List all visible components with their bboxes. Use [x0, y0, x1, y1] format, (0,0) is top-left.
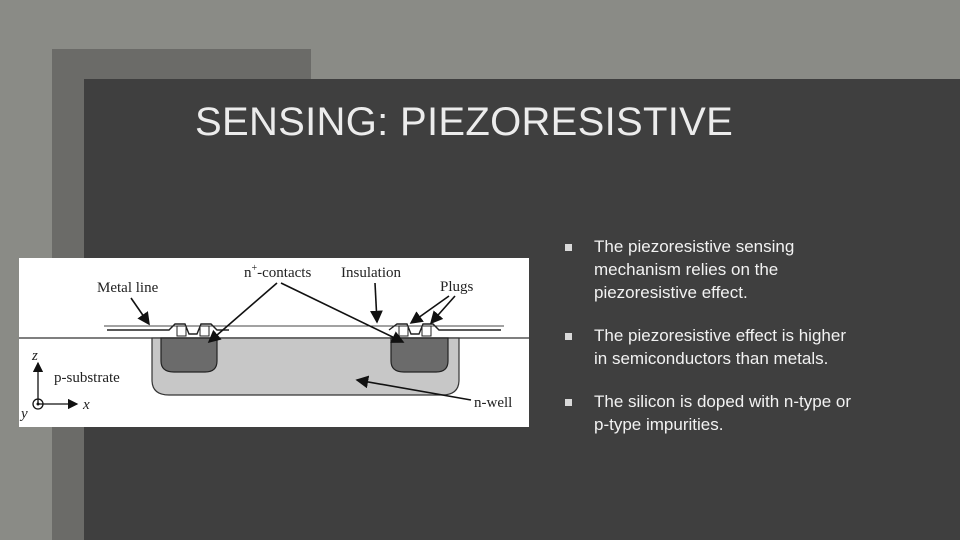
bullet-square-icon: [565, 244, 572, 251]
plug-left-a: [176, 325, 187, 337]
label-p-substrate: p-substrate: [54, 370, 120, 386]
bullet-list: The piezoresistive sensing mechanism rel…: [563, 235, 853, 456]
bullet-square-icon: [565, 333, 572, 340]
label-plugs: Plugs: [440, 279, 474, 295]
bullet-item: The piezoresistive sensing mechanism rel…: [563, 235, 853, 304]
arrow-n-contact-right: [280, 282, 405, 343]
arrow-metal-line: [130, 297, 150, 326]
n-contact-right: [390, 337, 449, 373]
cross-section-diagram: Metal line n+-contacts Insulation Plugs …: [19, 258, 529, 427]
bullet-text: The piezoresistive effect is higher in s…: [594, 326, 846, 368]
axis-y-symbol: [32, 398, 44, 410]
arrow-insulation: [370, 282, 383, 324]
arrow-n-well: [355, 375, 472, 401]
label-n-contacts: n+-contacts: [244, 263, 311, 281]
plug-right-b: [421, 325, 432, 337]
arrow-n-contact-left: [207, 282, 278, 344]
bullet-square-icon: [565, 399, 572, 406]
slide-title: SENSING: PIEZORESISTIVE: [195, 100, 734, 144]
bullet-item: The piezoresistive effect is higher in s…: [563, 324, 853, 370]
arrow-plug-b: [429, 295, 456, 325]
arrow-plug-a: [409, 295, 450, 324]
axis-y-dot: [36, 402, 40, 406]
diagram-canvas: Metal line n+-contacts Insulation Plugs …: [19, 263, 529, 422]
plug-left-b: [199, 325, 210, 337]
label-axis-x: x: [82, 397, 90, 413]
metal-line-left: [107, 323, 229, 335]
plug-right-a: [398, 325, 409, 337]
metal-line-right: [388, 323, 501, 335]
n-contact-left: [160, 337, 218, 373]
bullet-text: The piezoresistive sensing mechanism rel…: [594, 237, 795, 302]
label-axis-z: z: [31, 348, 38, 364]
label-metal-line: Metal line: [97, 280, 159, 296]
label-insulation: Insulation: [341, 265, 401, 281]
label-axis-y: y: [19, 406, 28, 422]
bullet-text: The silicon is doped with n-type or p-ty…: [594, 392, 852, 434]
bullet-item: The silicon is doped with n-type or p-ty…: [563, 390, 853, 436]
label-n-well: n-well: [474, 395, 512, 411]
